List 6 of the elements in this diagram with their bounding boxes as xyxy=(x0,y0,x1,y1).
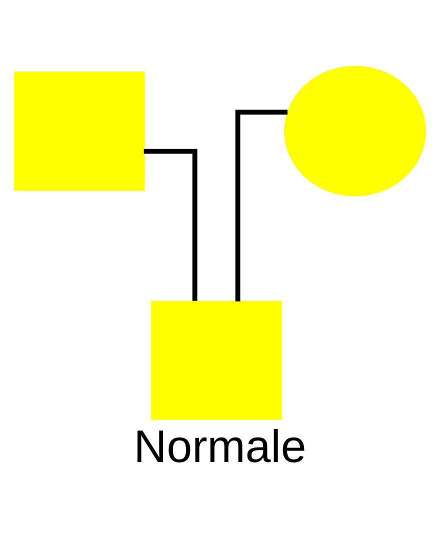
node-box xyxy=(14,70,145,190)
node-box xyxy=(151,300,282,420)
connector xyxy=(235,109,288,301)
connector xyxy=(144,148,198,300)
caption: Normale xyxy=(134,420,306,472)
node-circle xyxy=(284,65,426,196)
